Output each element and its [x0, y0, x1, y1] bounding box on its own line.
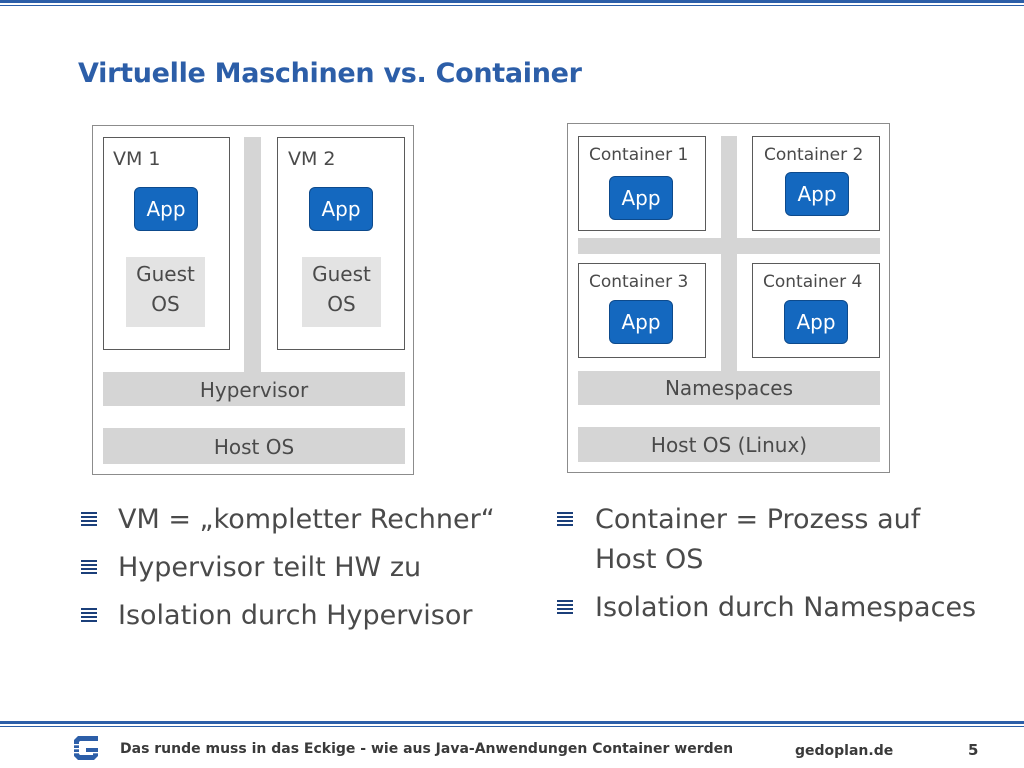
- namespaces-label: Namespaces: [664, 376, 794, 400]
- app-badge: App: [784, 300, 848, 344]
- container-separator-vertical: [721, 136, 737, 372]
- gedoplan-g-logo-icon: [74, 736, 98, 760]
- page-number: 5: [968, 741, 979, 759]
- host-os-label: Host OS: [213, 435, 295, 459]
- bullet-icon: [557, 600, 573, 616]
- bullet-icon: [557, 512, 573, 528]
- namespaces-bar: [578, 371, 880, 405]
- top-rule: [0, 0, 1024, 3]
- bullet-text: Hypervisor teilt HW zu: [118, 552, 422, 583]
- host-os-linux-bar: [578, 427, 880, 462]
- container-label: Container 1: [589, 145, 689, 165]
- bullet-icon: [81, 560, 97, 576]
- guest-os-box: Guest OS: [302, 257, 381, 327]
- bullet-text-line1: Container = Prozess auf: [595, 504, 921, 535]
- slide-title: Virtuelle Maschinen vs. Container: [78, 58, 582, 89]
- host-os-bar: [103, 428, 405, 464]
- footer-website: gedoplan.de: [795, 743, 894, 759]
- bullet-text: Isolation durch Namespaces: [595, 592, 977, 623]
- host-os-linux-label: Host OS (Linux): [650, 433, 808, 457]
- app-badge: App: [309, 187, 373, 231]
- vm-label: VM 1: [113, 148, 161, 170]
- footer-rule-thin: [0, 726, 1024, 727]
- vm-separator-bar: [244, 137, 261, 374]
- guest-os-label-line2: OS: [327, 292, 356, 316]
- guest-os-label-line2: OS: [151, 292, 180, 316]
- bullet-text: Container = Prozess auf Host OS: [595, 500, 920, 580]
- footer-rule: [0, 721, 1024, 724]
- guest-os-box: Guest OS: [126, 257, 205, 327]
- top-rule-thin: [0, 5, 1024, 6]
- bullet-text: VM = „kompletter Rechner“: [118, 504, 495, 535]
- bullet-text: Isolation durch Hypervisor: [118, 600, 473, 631]
- app-badge: App: [609, 176, 673, 220]
- guest-os-label-line1: Guest: [312, 262, 371, 286]
- bullet-icon: [81, 608, 97, 624]
- footer-tagline: Das runde muss in das Eckige - wie aus J…: [120, 741, 734, 757]
- container-label: Container 3: [589, 272, 689, 292]
- bullet-icon: [81, 512, 97, 528]
- guest-os-label-line1: Guest: [136, 262, 195, 286]
- app-badge: App: [785, 172, 849, 216]
- bullet-text-line2: Host OS: [595, 544, 704, 575]
- container-label: Container 4: [763, 272, 863, 292]
- app-badge: App: [609, 300, 673, 344]
- container-separator-horizontal: [578, 238, 880, 254]
- hypervisor-label: Hypervisor: [199, 378, 309, 402]
- vm-label: VM 2: [288, 148, 336, 170]
- container-label: Container 2: [764, 145, 864, 165]
- app-badge: App: [134, 187, 198, 231]
- hypervisor-bar: [103, 372, 405, 406]
